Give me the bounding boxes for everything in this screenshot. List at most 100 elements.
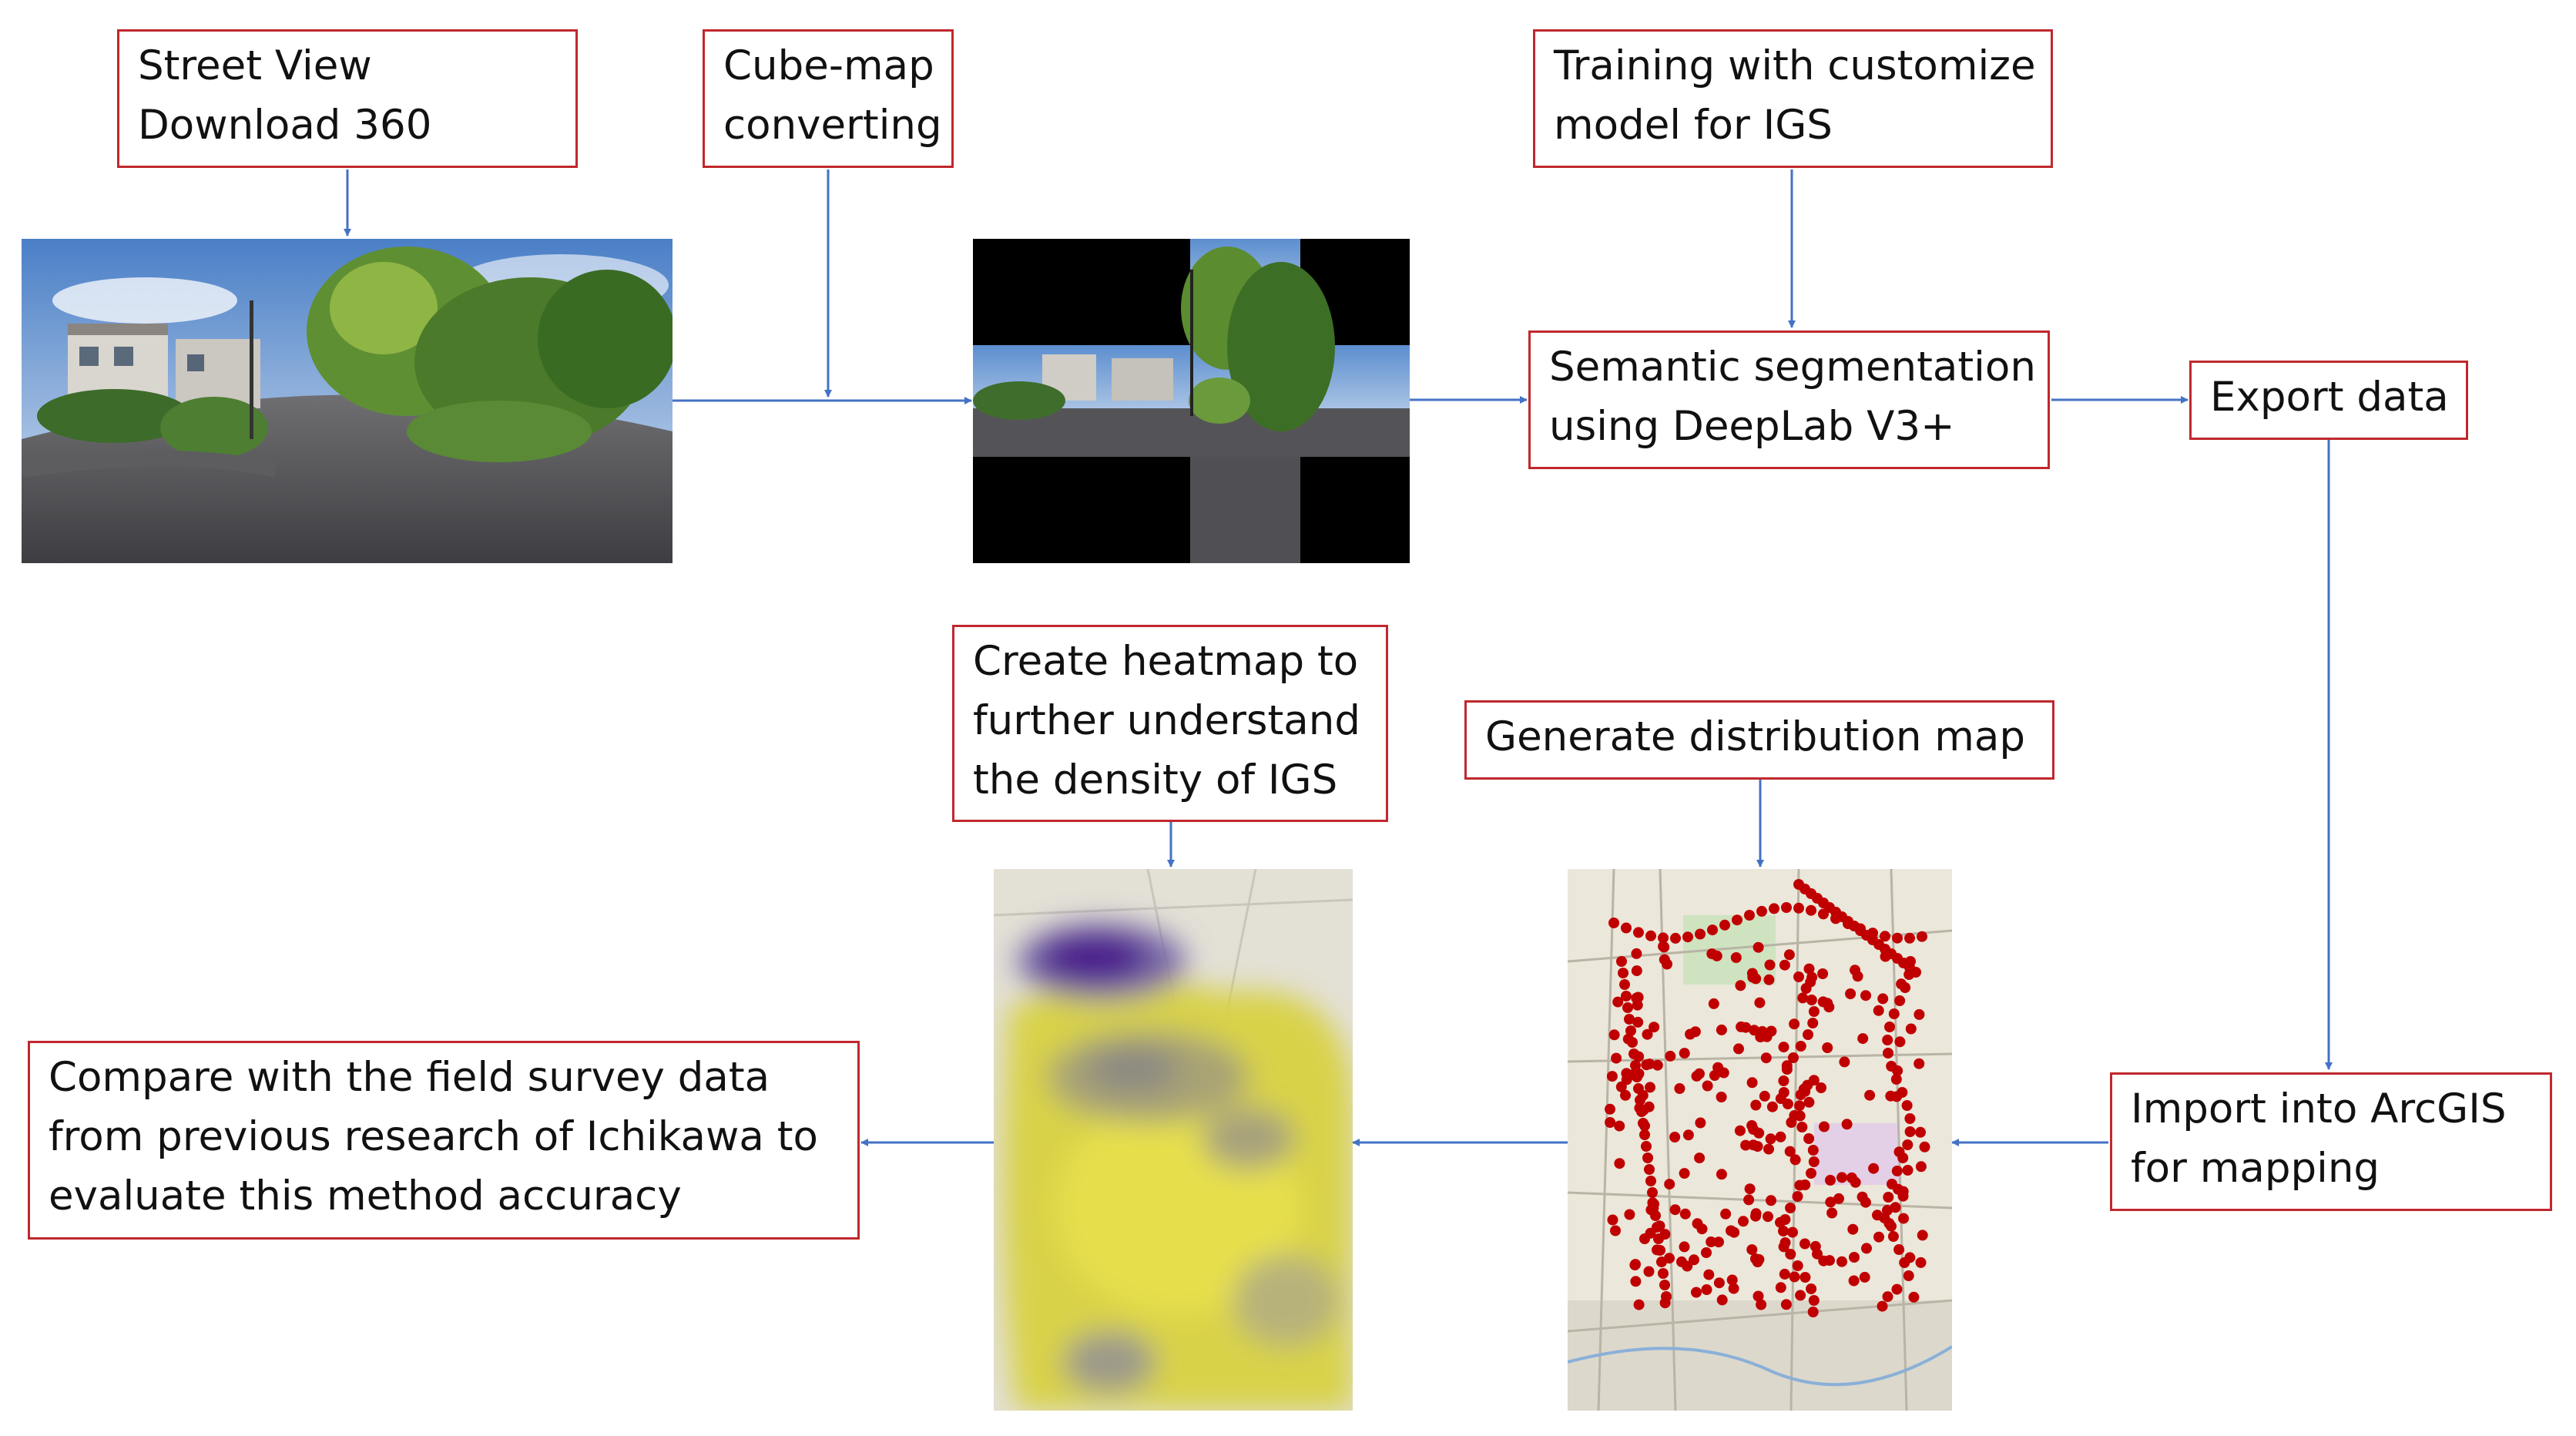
map-dot: [1658, 1268, 1669, 1279]
map-dot: [1859, 1271, 1870, 1283]
step-compare-field-survey: Compare with the field survey data from …: [28, 1041, 860, 1240]
map-dot: [1794, 1179, 1806, 1191]
step-create-heatmap: Create heatmap to further understand the…: [952, 625, 1388, 822]
map-dot: [1775, 1093, 1786, 1105]
map-dot: [1822, 1042, 1833, 1053]
map-dot: [1631, 965, 1642, 977]
map-dot: [1605, 1117, 1616, 1128]
map-dot: [1891, 1283, 1903, 1295]
map-dot: [1769, 903, 1779, 914]
map-dot: [1868, 1163, 1880, 1174]
cubemap-face-photo: [973, 239, 1410, 563]
map-dot: [1744, 910, 1755, 921]
map-dot: [1630, 1276, 1642, 1287]
map-dot: [1797, 992, 1809, 1004]
map-dot: [1795, 1041, 1806, 1052]
map-dot: [1864, 1089, 1876, 1101]
map-dot: [1764, 959, 1776, 971]
map-dot: [1833, 1193, 1844, 1204]
map-dot: [1783, 949, 1795, 961]
map-dot: [1759, 1090, 1770, 1102]
map-dot: [1817, 968, 1829, 979]
map-dot: [1778, 1042, 1789, 1053]
step-line: Training with customize: [1554, 42, 2036, 89]
map-dot: [1753, 941, 1764, 953]
map-dot: [1610, 1225, 1621, 1236]
map-dot: [1706, 1236, 1717, 1247]
map-dot: [1800, 1238, 1810, 1250]
map-dot: [1746, 1244, 1758, 1256]
map-dot: [1786, 1117, 1797, 1128]
map-dot: [1781, 1060, 1793, 1072]
map-dot: [1694, 1068, 1705, 1079]
step-line: for mapping: [2131, 1145, 2380, 1192]
map-dot: [1694, 1152, 1706, 1164]
map-dot: [1846, 1172, 1857, 1183]
map-dot: [1659, 1297, 1671, 1309]
map-dot: [1726, 1274, 1738, 1286]
map-dot: [1743, 1194, 1755, 1206]
map-dot: [1794, 1110, 1806, 1122]
map-dot: [1803, 1133, 1815, 1144]
map-dot: [1778, 1241, 1789, 1253]
map-dot: [1735, 980, 1746, 991]
step-street-view-download: Street View Download 360: [117, 29, 578, 168]
map-dot: [1679, 1208, 1691, 1220]
map-dot: [1819, 1121, 1830, 1132]
map-dot: [1789, 1271, 1800, 1283]
map-dot: [1841, 1119, 1853, 1130]
map-dot: [1825, 1196, 1836, 1208]
map-dot: [1917, 1230, 1928, 1241]
map-dot: [1792, 1260, 1803, 1271]
map-dot: [1806, 1283, 1817, 1294]
map-dot: [1674, 1083, 1685, 1094]
map-dot: [1747, 971, 1759, 983]
map-dot: [1914, 1058, 1925, 1069]
map-dot: [1806, 904, 1816, 916]
map-dot: [1701, 1284, 1712, 1295]
map-dot: [1803, 963, 1815, 975]
step-line: converting: [723, 102, 942, 149]
map-dot: [1729, 1226, 1740, 1238]
step-line: from previous research of Ichikawa to: [49, 1113, 818, 1160]
map-dot: [1659, 1229, 1671, 1240]
map-dot: [1763, 1211, 1773, 1223]
map-dot: [1898, 1213, 1909, 1224]
map-dot: [1642, 1028, 1653, 1040]
map-dot: [1632, 1016, 1644, 1028]
map-dot: [1805, 976, 1816, 988]
street-panorama-photo: [22, 239, 673, 563]
map-dot: [1885, 1090, 1897, 1102]
map-dot: [1880, 931, 1890, 942]
map-dot: [1785, 1249, 1796, 1260]
map-dot: [1896, 978, 1907, 990]
map-dot: [1904, 1113, 1916, 1124]
map-dot: [1624, 1014, 1635, 1025]
map-dot: [1781, 902, 1792, 913]
map-dot: [1810, 1240, 1821, 1252]
map-dot: [1857, 1191, 1868, 1203]
density-heatmap: [994, 869, 1353, 1411]
map-dot: [1607, 1214, 1618, 1226]
map-dot: [1713, 1277, 1725, 1289]
map-dot: [1695, 1117, 1706, 1129]
map-dot: [1905, 1023, 1917, 1035]
map-dot: [1659, 941, 1670, 953]
map-dot: [1716, 1024, 1727, 1035]
map-dot: [1877, 993, 1889, 1005]
map-dot: [1808, 1006, 1820, 1017]
map-dot: [1682, 931, 1693, 943]
map-dot: [1845, 988, 1857, 999]
map-dot: [1775, 1282, 1786, 1293]
map-dot: [1707, 924, 1718, 936]
map-dot: [1796, 1122, 1808, 1132]
map-dot: [1639, 1129, 1650, 1140]
map-dot: [1608, 918, 1619, 928]
map-dot: [1836, 1172, 1848, 1183]
map-dot: [1649, 1022, 1660, 1033]
step-line: the density of IGS: [973, 757, 1338, 804]
map-dot: [1888, 1008, 1900, 1019]
map-dot: [1605, 1103, 1615, 1115]
map-dot: [1749, 1025, 1760, 1036]
